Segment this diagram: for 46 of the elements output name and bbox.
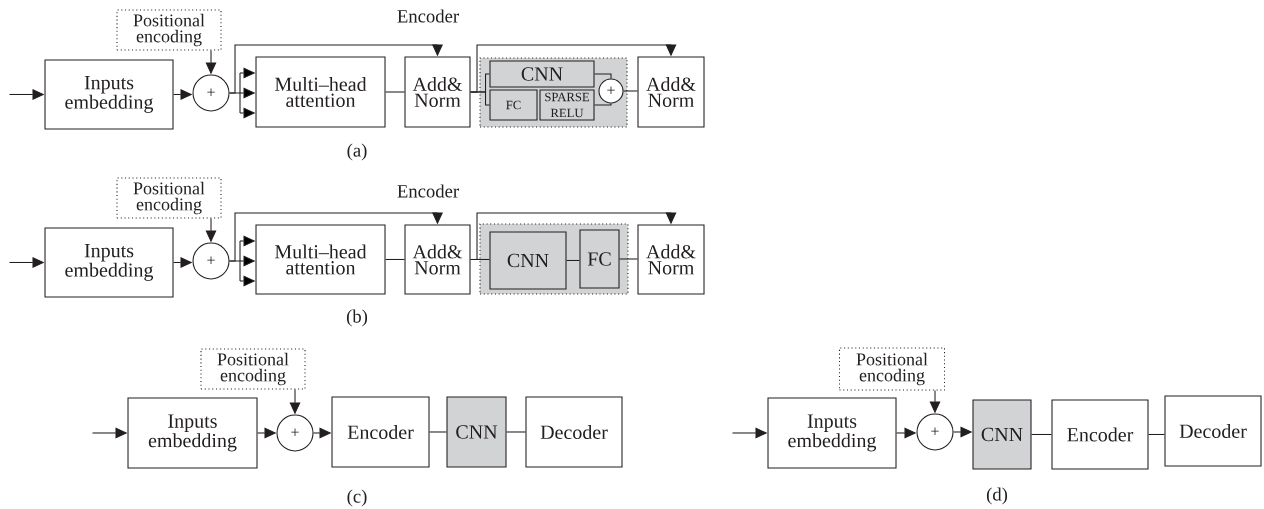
arrow: [470, 212, 677, 261]
connector-line: [1031, 433, 1052, 436]
shaded-box: CNN: [489, 60, 595, 88]
connector-line: [1148, 433, 1165, 436]
connector-line: [506, 431, 526, 433]
process-box: Encoder: [1051, 399, 1149, 470]
shaded-box: FC: [489, 89, 538, 121]
shaded-box: SPARSE RELU: [539, 89, 595, 121]
process-box: Multi–head attention: [255, 56, 386, 128]
connector-line: [566, 259, 580, 262]
connector-line: [619, 258, 638, 260]
panel-label: (a): [347, 143, 367, 161]
arrow: [229, 212, 443, 262]
dotted-box: Positional encoding: [116, 177, 222, 219]
panel-label: (c): [347, 489, 367, 507]
connector-line: [594, 103, 612, 106]
connector-line: [385, 258, 405, 261]
process-box: Inputs embedding: [44, 227, 174, 298]
arrow: [470, 44, 677, 93]
process-box: Add& Norm: [404, 224, 471, 295]
process-box: Decoder: [1164, 395, 1262, 467]
shaded-box: CNN: [972, 399, 1032, 470]
dotted-box: Positional encoding: [200, 348, 306, 390]
process-box: Multi–head attention: [255, 224, 386, 295]
process-box: Add& Norm: [637, 56, 705, 128]
dotted-box: Positional encoding: [838, 347, 946, 391]
shaded-box: CNN: [489, 231, 567, 290]
connector-line: [429, 431, 447, 433]
connector-line: [594, 73, 612, 79]
process-box: Add& Norm: [404, 56, 471, 128]
arrow: [229, 44, 443, 94]
connector-line: [385, 91, 405, 93]
section-label: Encoder: [397, 184, 459, 198]
shaded-box: CNN: [446, 396, 507, 468]
process-box: Encoder: [331, 396, 430, 468]
process-box: Inputs embedding: [127, 397, 258, 469]
dotted-box: Positional encoding: [116, 9, 222, 51]
process-box: Inputs embedding: [767, 397, 897, 469]
section-label: Encoder: [397, 9, 459, 23]
process-box: Decoder: [525, 396, 623, 468]
panel-label: (d): [986, 487, 1008, 505]
process-box: Add& Norm: [637, 224, 705, 295]
process-box: Inputs embedding: [44, 59, 174, 130]
panel-label: (b): [346, 309, 368, 327]
connector-line: [623, 90, 638, 92]
shaded-box: FC: [579, 229, 620, 289]
